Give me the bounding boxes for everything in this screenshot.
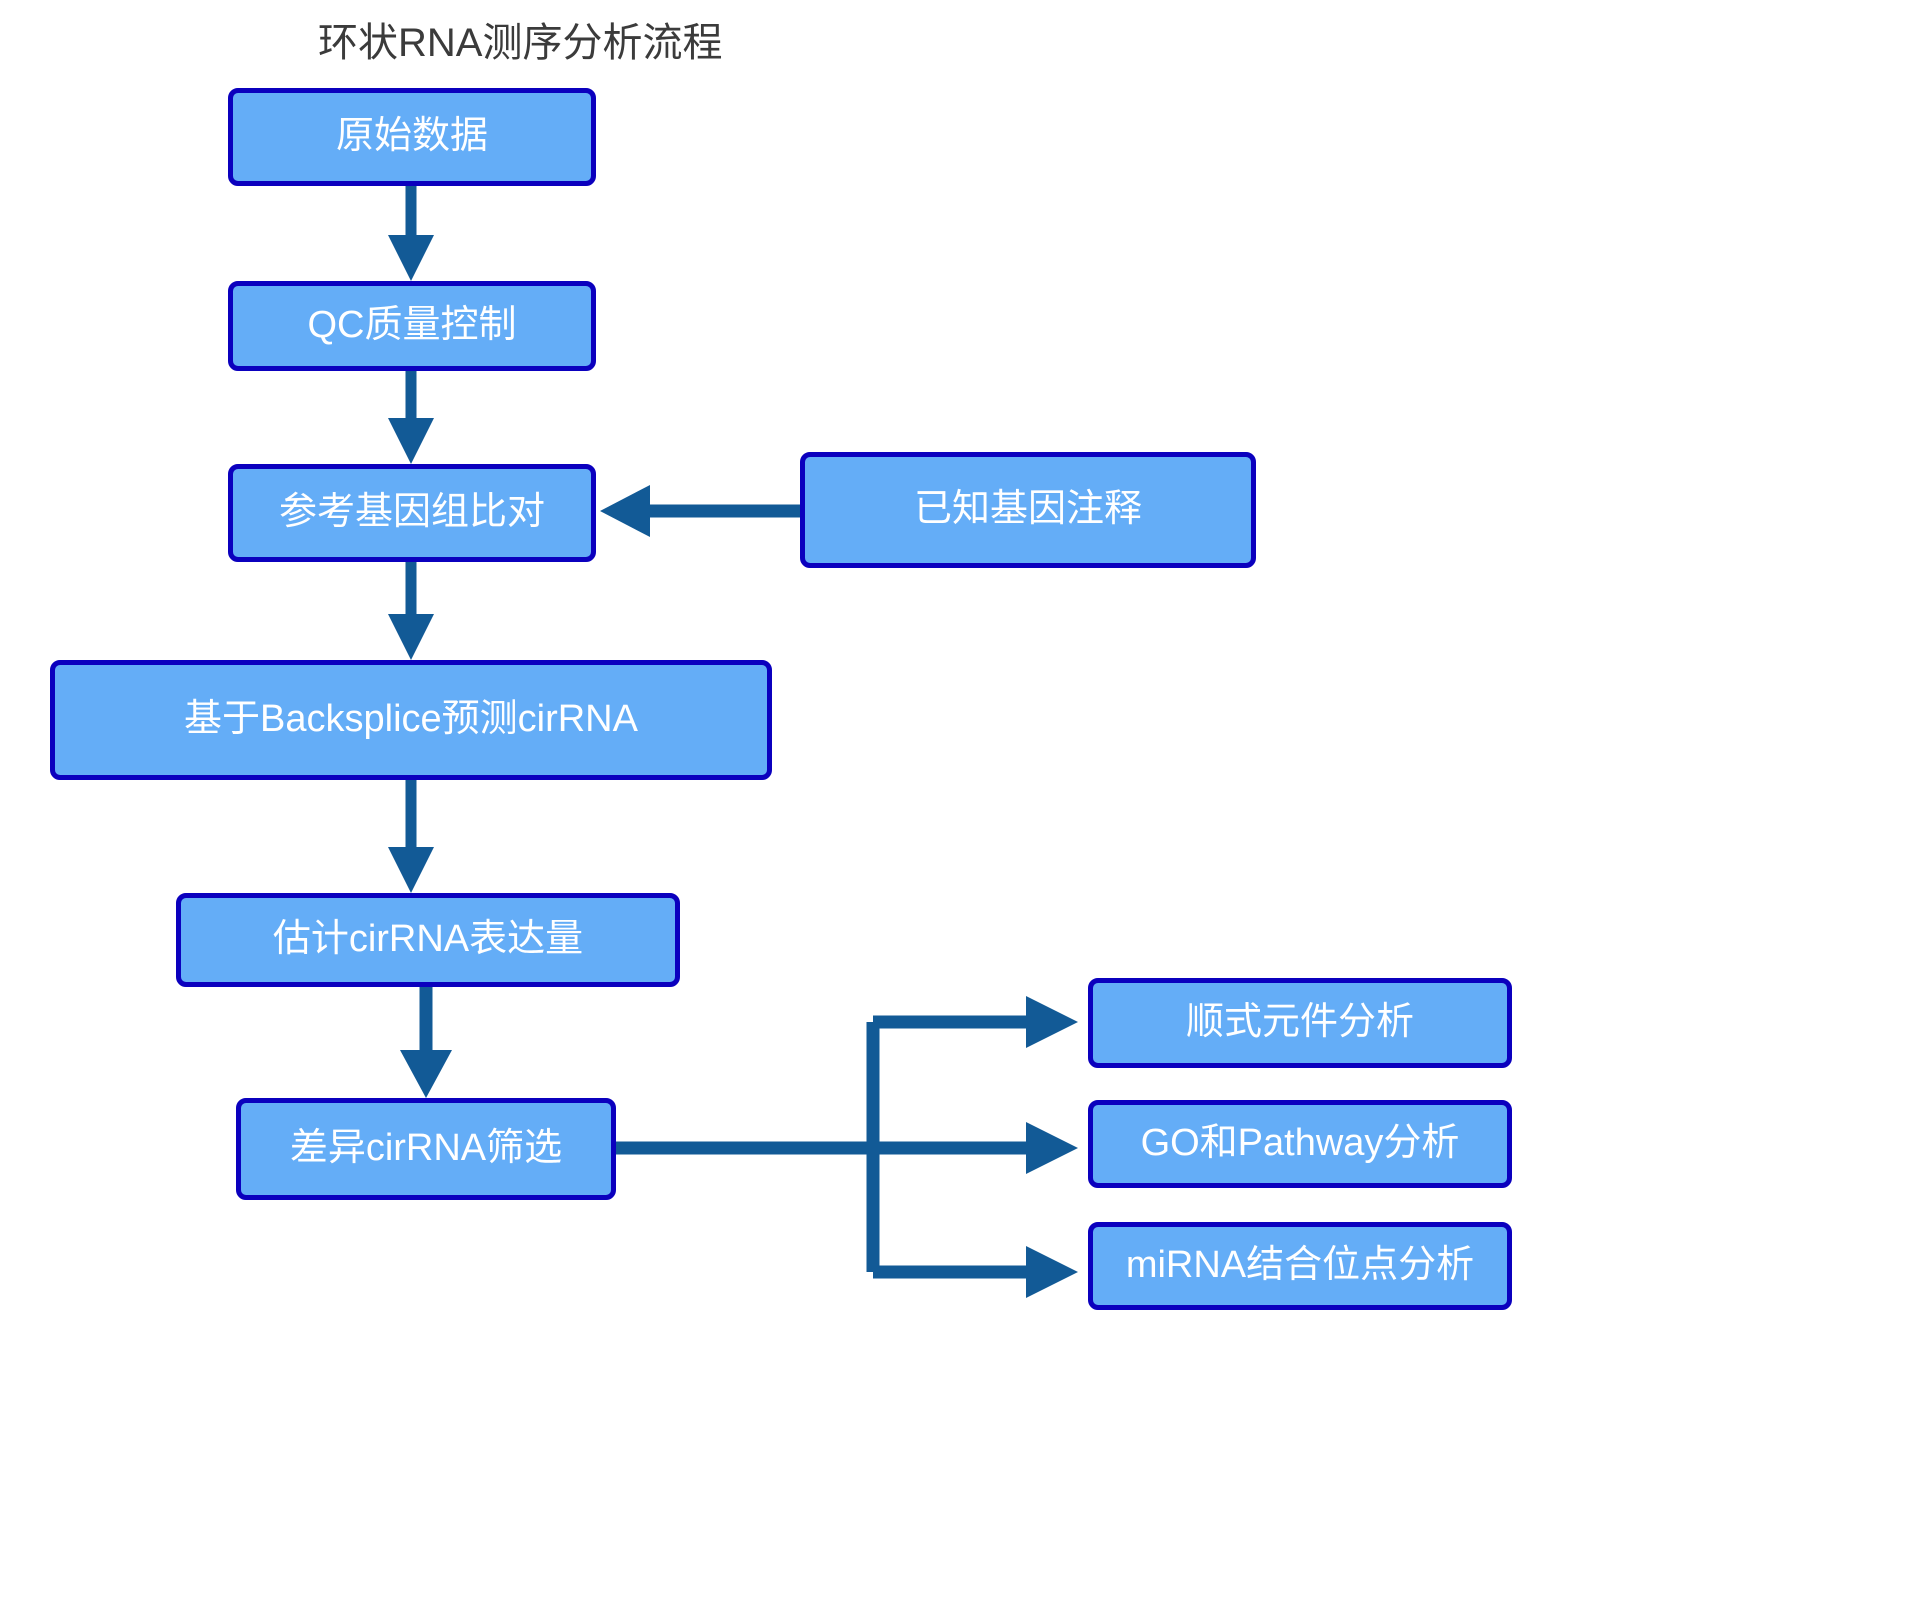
node-label-expression: 估计cirRNA表达量 [272, 918, 584, 961]
edge-backsplice-to-expression [388, 780, 434, 893]
node-gene-annotation[interactable]: 已知基因注释 [800, 452, 1256, 568]
node-label-genome-align: 参考基因组比对 [278, 491, 545, 534]
node-diff-screen[interactable]: 差异cirRNA筛选 [236, 1098, 616, 1200]
edge-align-to-backsplice [388, 562, 434, 660]
node-label-backsplice: 基于Backsplice预测cirRNA [184, 698, 638, 741]
node-qc[interactable]: QC质量控制 [228, 281, 596, 371]
node-mirna-binding[interactable]: miRNA结合位点分析 [1088, 1222, 1512, 1310]
edge-diff-branch [616, 996, 1078, 1298]
page-title: 环状RNA测序分析流程 [318, 21, 723, 65]
node-backsplice[interactable]: 基于Backsplice预测cirRNA [50, 660, 772, 780]
edge-qc-to-align [388, 371, 434, 464]
node-label-cis-element: 顺式元件分析 [1185, 1001, 1414, 1044]
edge-expression-to-diff [400, 987, 452, 1098]
node-expression[interactable]: 估计cirRNA表达量 [176, 893, 680, 987]
node-label-qc: QC质量控制 [307, 304, 517, 347]
node-label-diff-screen: 差异cirRNA筛选 [289, 1127, 563, 1170]
node-genome-align[interactable]: 参考基因组比对 [228, 464, 596, 562]
edge-raw-to-qc [388, 186, 434, 281]
node-label-raw-data: 原始数据 [335, 115, 488, 158]
node-label-go-pathway: GO和Pathway分析 [1140, 1122, 1460, 1165]
node-label-gene-annotation: 已知基因注释 [913, 488, 1142, 531]
node-raw-data[interactable]: 原始数据 [228, 88, 596, 186]
node-label-mirna-binding: miRNA结合位点分析 [1125, 1244, 1475, 1287]
node-cis-element[interactable]: 顺式元件分析 [1088, 978, 1512, 1068]
edge-annotation-to-align [600, 485, 800, 537]
node-go-pathway[interactable]: GO和Pathway分析 [1088, 1100, 1512, 1188]
